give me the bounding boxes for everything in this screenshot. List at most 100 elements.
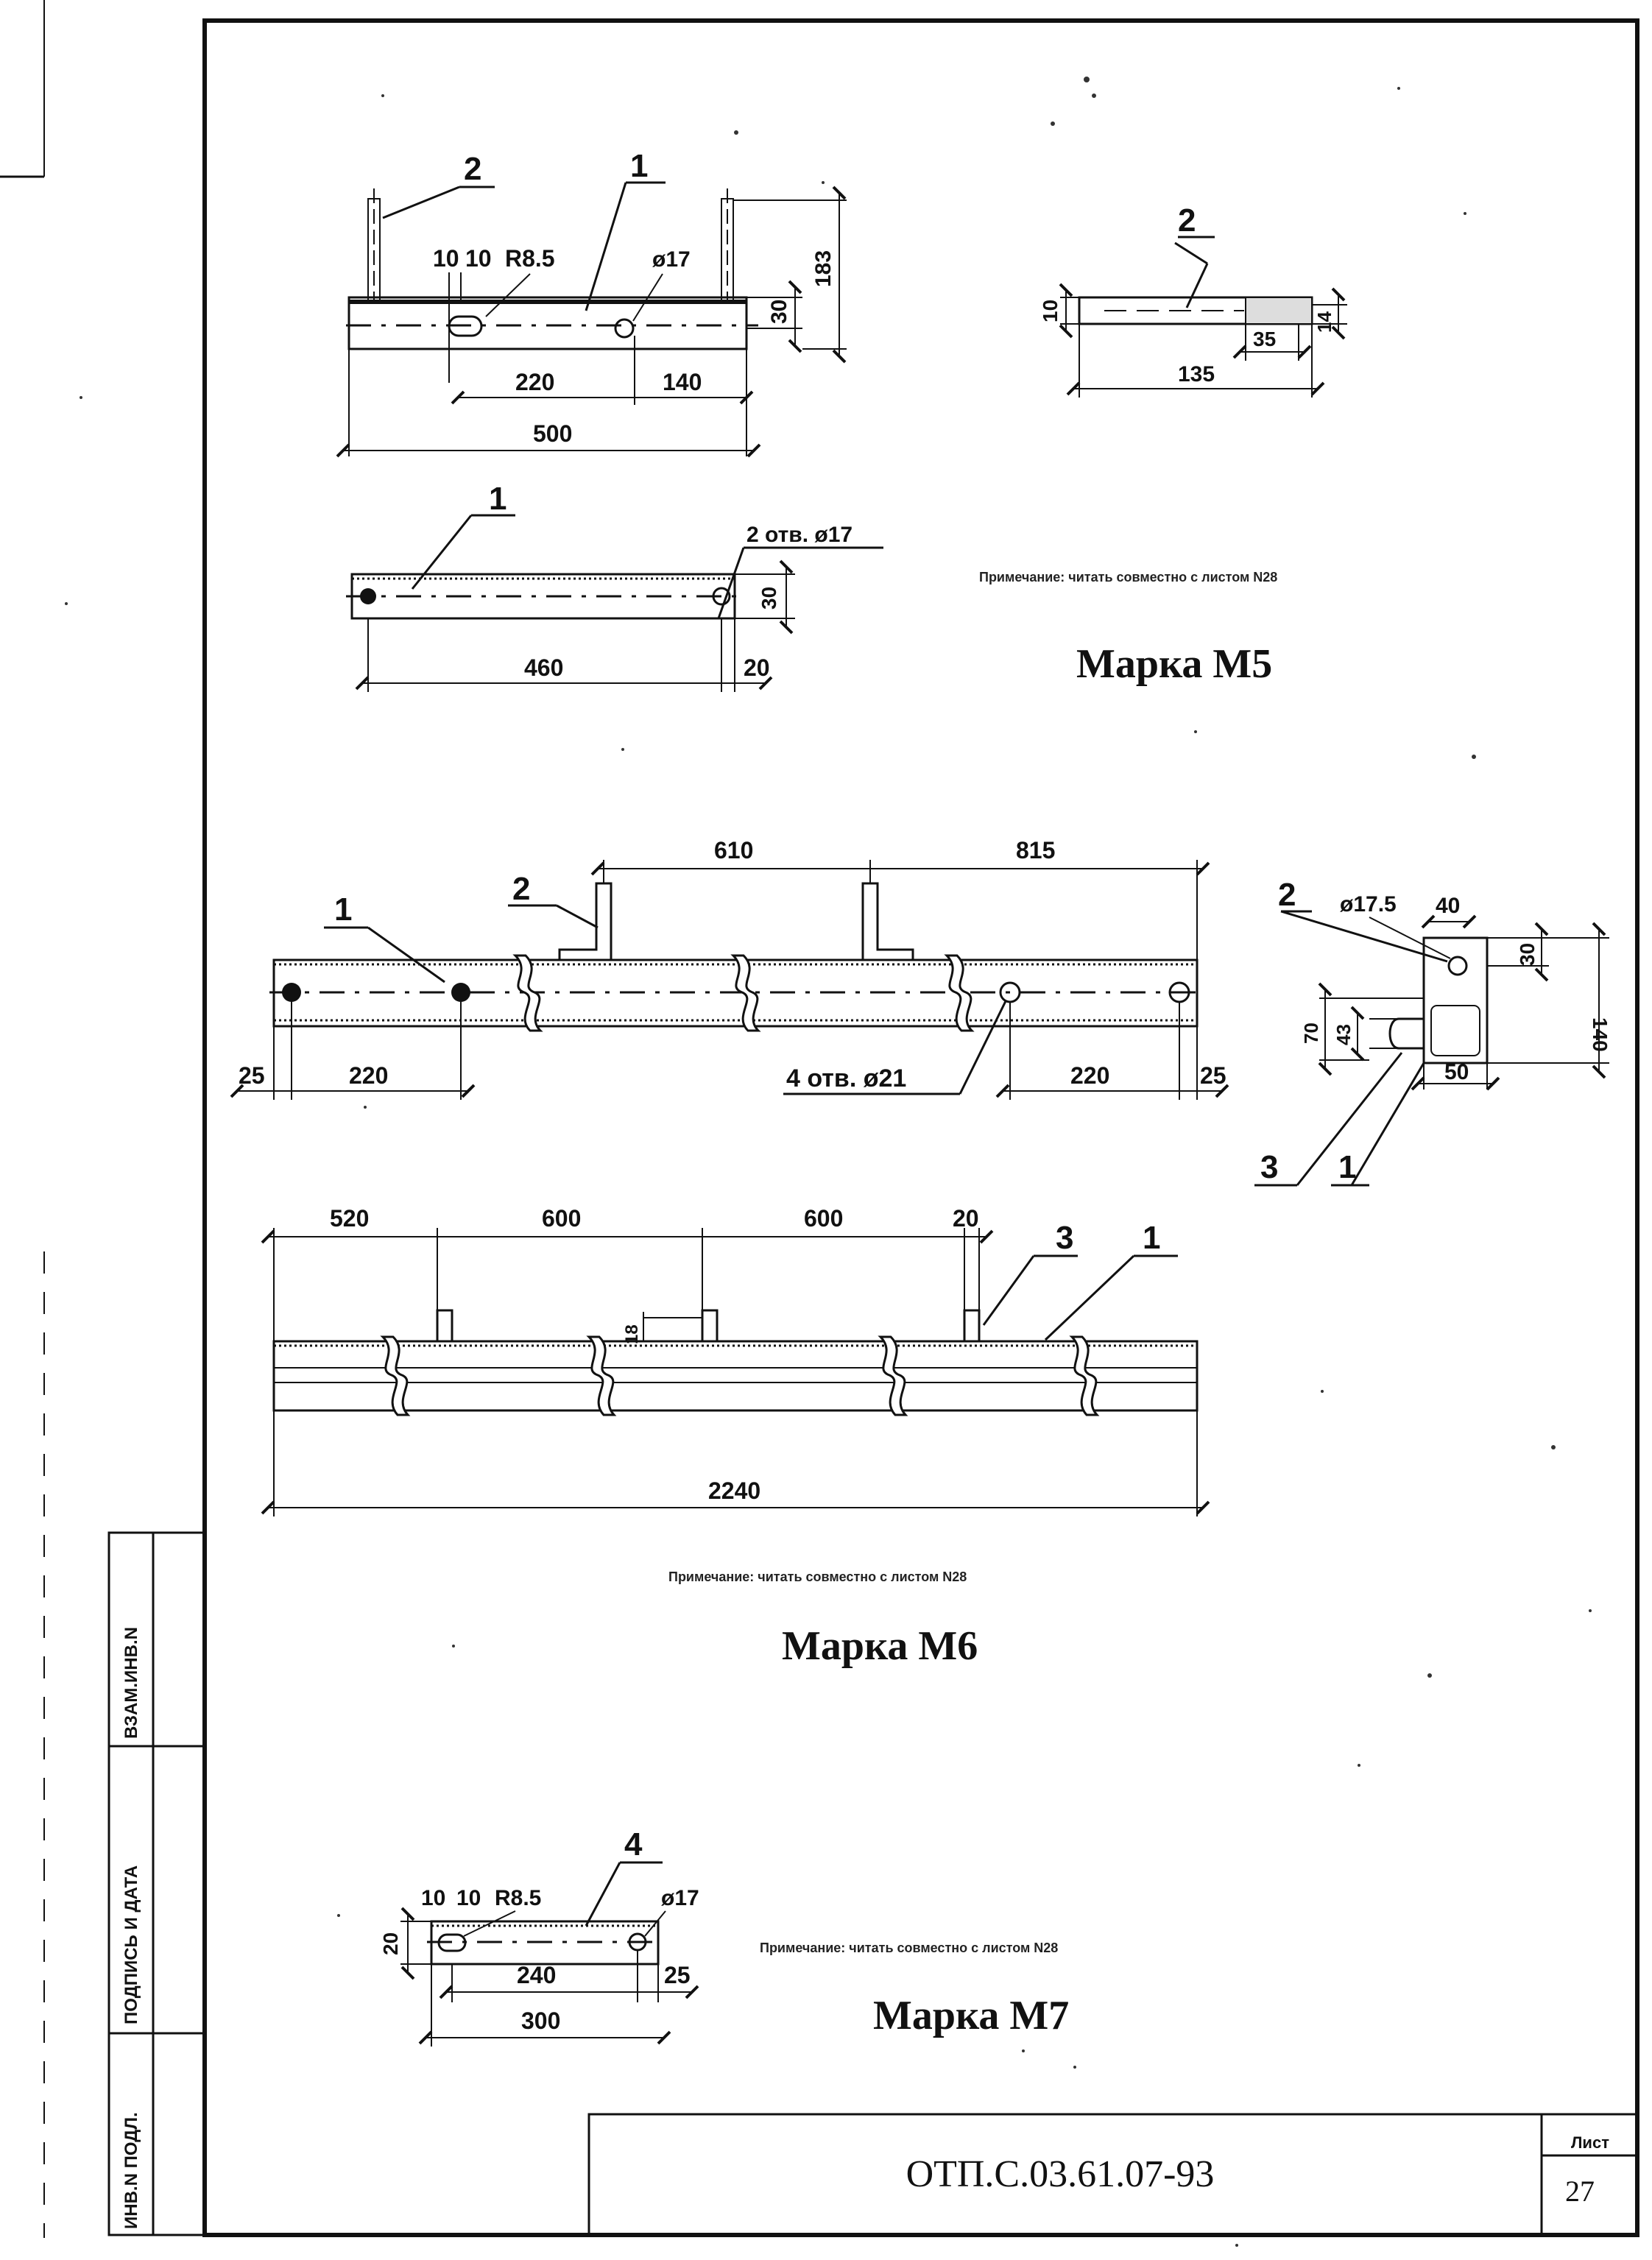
side-stamp: ВЗАМ.ИНВ.N ПОДПИСЬ И ДАТА ИНВ.N ПОДЛ. xyxy=(107,1531,206,2236)
dim-label: 10 xyxy=(456,1886,481,1910)
dim-label: 300 xyxy=(521,2007,560,2034)
dim-label: 460 xyxy=(524,654,563,681)
dim-label: 183 xyxy=(811,250,836,287)
m5-weld-hatch xyxy=(1245,297,1313,325)
dim-label: ø17.5 xyxy=(1340,892,1397,917)
m5-plan: 1 2 отв. ø17 30 460 20 xyxy=(346,481,883,692)
dim-label: R8.5 xyxy=(505,245,555,272)
dim-label: 20 xyxy=(379,1932,402,1955)
m5-title: Марка М5 xyxy=(1076,641,1272,687)
dim-label: 220 xyxy=(349,1062,388,1089)
dim-label: 600 xyxy=(542,1205,581,1232)
dim-label: 135 xyxy=(1178,362,1215,386)
dim-label: 140 xyxy=(1589,1017,1612,1052)
m7-hole xyxy=(628,1932,647,1952)
dim-label: R8.5 xyxy=(495,1886,541,1910)
m6-section-anchor xyxy=(1388,1017,1424,1050)
dim-label: 220 xyxy=(515,369,554,395)
m5-elevation: 2 1 10 10 R8.5 ø17 220 140 500 30 183 xyxy=(336,148,847,458)
stamp-field-3: ИНВ.N ПОДЛ. xyxy=(121,2112,141,2229)
dim-label: 30 xyxy=(1516,943,1539,966)
m7-note: Примечание: читать совместно с листом N2… xyxy=(760,1941,1058,1955)
callout: 2 xyxy=(512,871,530,907)
m5-plan-hole xyxy=(712,587,731,606)
dim-label: 50 xyxy=(1444,1060,1469,1084)
dim-label: 240 xyxy=(517,1962,556,1988)
dim-label: ø17 xyxy=(652,247,691,272)
dim-label: 10 xyxy=(1039,300,1062,322)
m6-plan: 610 815 1 2 25 220 220 25 4 отв. ø21 xyxy=(230,837,1229,1100)
dim-label: 30 xyxy=(758,587,780,610)
sheet-number: 27 xyxy=(1565,2175,1595,2208)
m5-plate xyxy=(347,296,748,350)
dim-label: 220 xyxy=(1070,1062,1109,1089)
stamp-field-1: ВЗАМ.ИНВ.N xyxy=(121,1627,141,1739)
callout: 3 xyxy=(1056,1220,1073,1256)
holes-label: 2 отв. ø17 xyxy=(746,523,853,547)
m7-title: Марка М7 xyxy=(873,1993,1069,2038)
m7-plan: 4 10 10 R8.5 ø17 20 240 25 300 xyxy=(379,1826,699,2047)
dim-label: 18 xyxy=(622,1324,642,1344)
dim-label: 70 xyxy=(1300,1023,1322,1044)
m6-elevation-plate xyxy=(272,1340,1199,1412)
callout: 2 xyxy=(1278,877,1296,913)
m5-plan-hole xyxy=(360,588,376,604)
sheet-label: Лист xyxy=(1571,2133,1609,2152)
m6-anchor xyxy=(436,1309,453,1341)
scan-specks xyxy=(65,77,1592,2247)
dim-label: 20 xyxy=(744,654,770,681)
m5-anchor: 2 10 35 14 135 xyxy=(1039,202,1347,398)
m6-section-profile xyxy=(1422,936,1489,1064)
dim-label: 40 xyxy=(1436,894,1460,918)
dim-label: 20 xyxy=(953,1205,979,1232)
m7-slot xyxy=(437,1933,467,1952)
m6-note: Примечание: читать совместно с листом N2… xyxy=(668,1569,967,1584)
dim-label: 10 xyxy=(433,245,459,272)
sheet-frame xyxy=(202,18,1639,2237)
m5-note: Примечание: читать совместно с листом N2… xyxy=(979,570,1277,585)
dim-label: 25 xyxy=(664,1962,691,1988)
m6-title: Марка М6 xyxy=(782,1623,978,1669)
dim-label: 10 xyxy=(421,1886,445,1910)
m5-hole xyxy=(614,318,635,339)
dim-label: 30 xyxy=(767,300,791,324)
callout: 2 xyxy=(1178,202,1196,239)
m6-anchor xyxy=(558,882,613,961)
callout: 1 xyxy=(334,891,352,928)
dim-label: 43 xyxy=(1332,1024,1355,1045)
m6-plan-hole xyxy=(282,983,301,1002)
title-block: ОТП.С.03.61.07-93 Лист 27 xyxy=(587,2113,1639,2236)
m6-section-hole xyxy=(1447,956,1468,976)
callout: 1 xyxy=(1338,1149,1356,1185)
m6-anchor xyxy=(701,1309,719,1341)
callout: 1 xyxy=(630,148,648,184)
dim-label: 600 xyxy=(804,1205,843,1232)
dim-label: 140 xyxy=(663,369,702,395)
m6-section: 70 43 40 ø17.5 2 30 140 50 3 1 xyxy=(1254,877,1612,1187)
m6-anchor xyxy=(861,882,914,961)
dim-label: 14 xyxy=(1313,311,1335,333)
callout: 2 xyxy=(464,151,481,187)
binding-edge xyxy=(0,0,45,2238)
dim-label: 2240 xyxy=(708,1477,760,1504)
callout: 3 xyxy=(1260,1149,1278,1185)
stamp-field-2: ПОДПИСЬ И ДАТА xyxy=(121,1865,141,2024)
dim-label: 610 xyxy=(714,837,753,864)
dim-label: 25 xyxy=(239,1062,265,1089)
dim-label: 500 xyxy=(533,420,572,447)
m6-plan-hole xyxy=(451,983,470,1002)
m6-anchor xyxy=(963,1309,981,1341)
dim-label: 35 xyxy=(1253,328,1276,350)
dim-label: ø17 xyxy=(661,1886,699,1910)
holes-label: 4 отв. ø21 xyxy=(786,1064,906,1092)
dim-label: 520 xyxy=(330,1205,369,1232)
document-code: ОТП.С.03.61.07-93 xyxy=(906,2153,1215,2195)
callout: 1 xyxy=(489,481,506,517)
callout: 4 xyxy=(624,1826,643,1862)
dim-label: 10 xyxy=(465,245,492,272)
dim-label: 25 xyxy=(1200,1062,1226,1089)
dim-label: 815 xyxy=(1016,837,1055,864)
callout: 1 xyxy=(1143,1220,1160,1256)
m6-elevation: 18 520 600 600 20 3 1 2240 xyxy=(261,1205,1210,1516)
